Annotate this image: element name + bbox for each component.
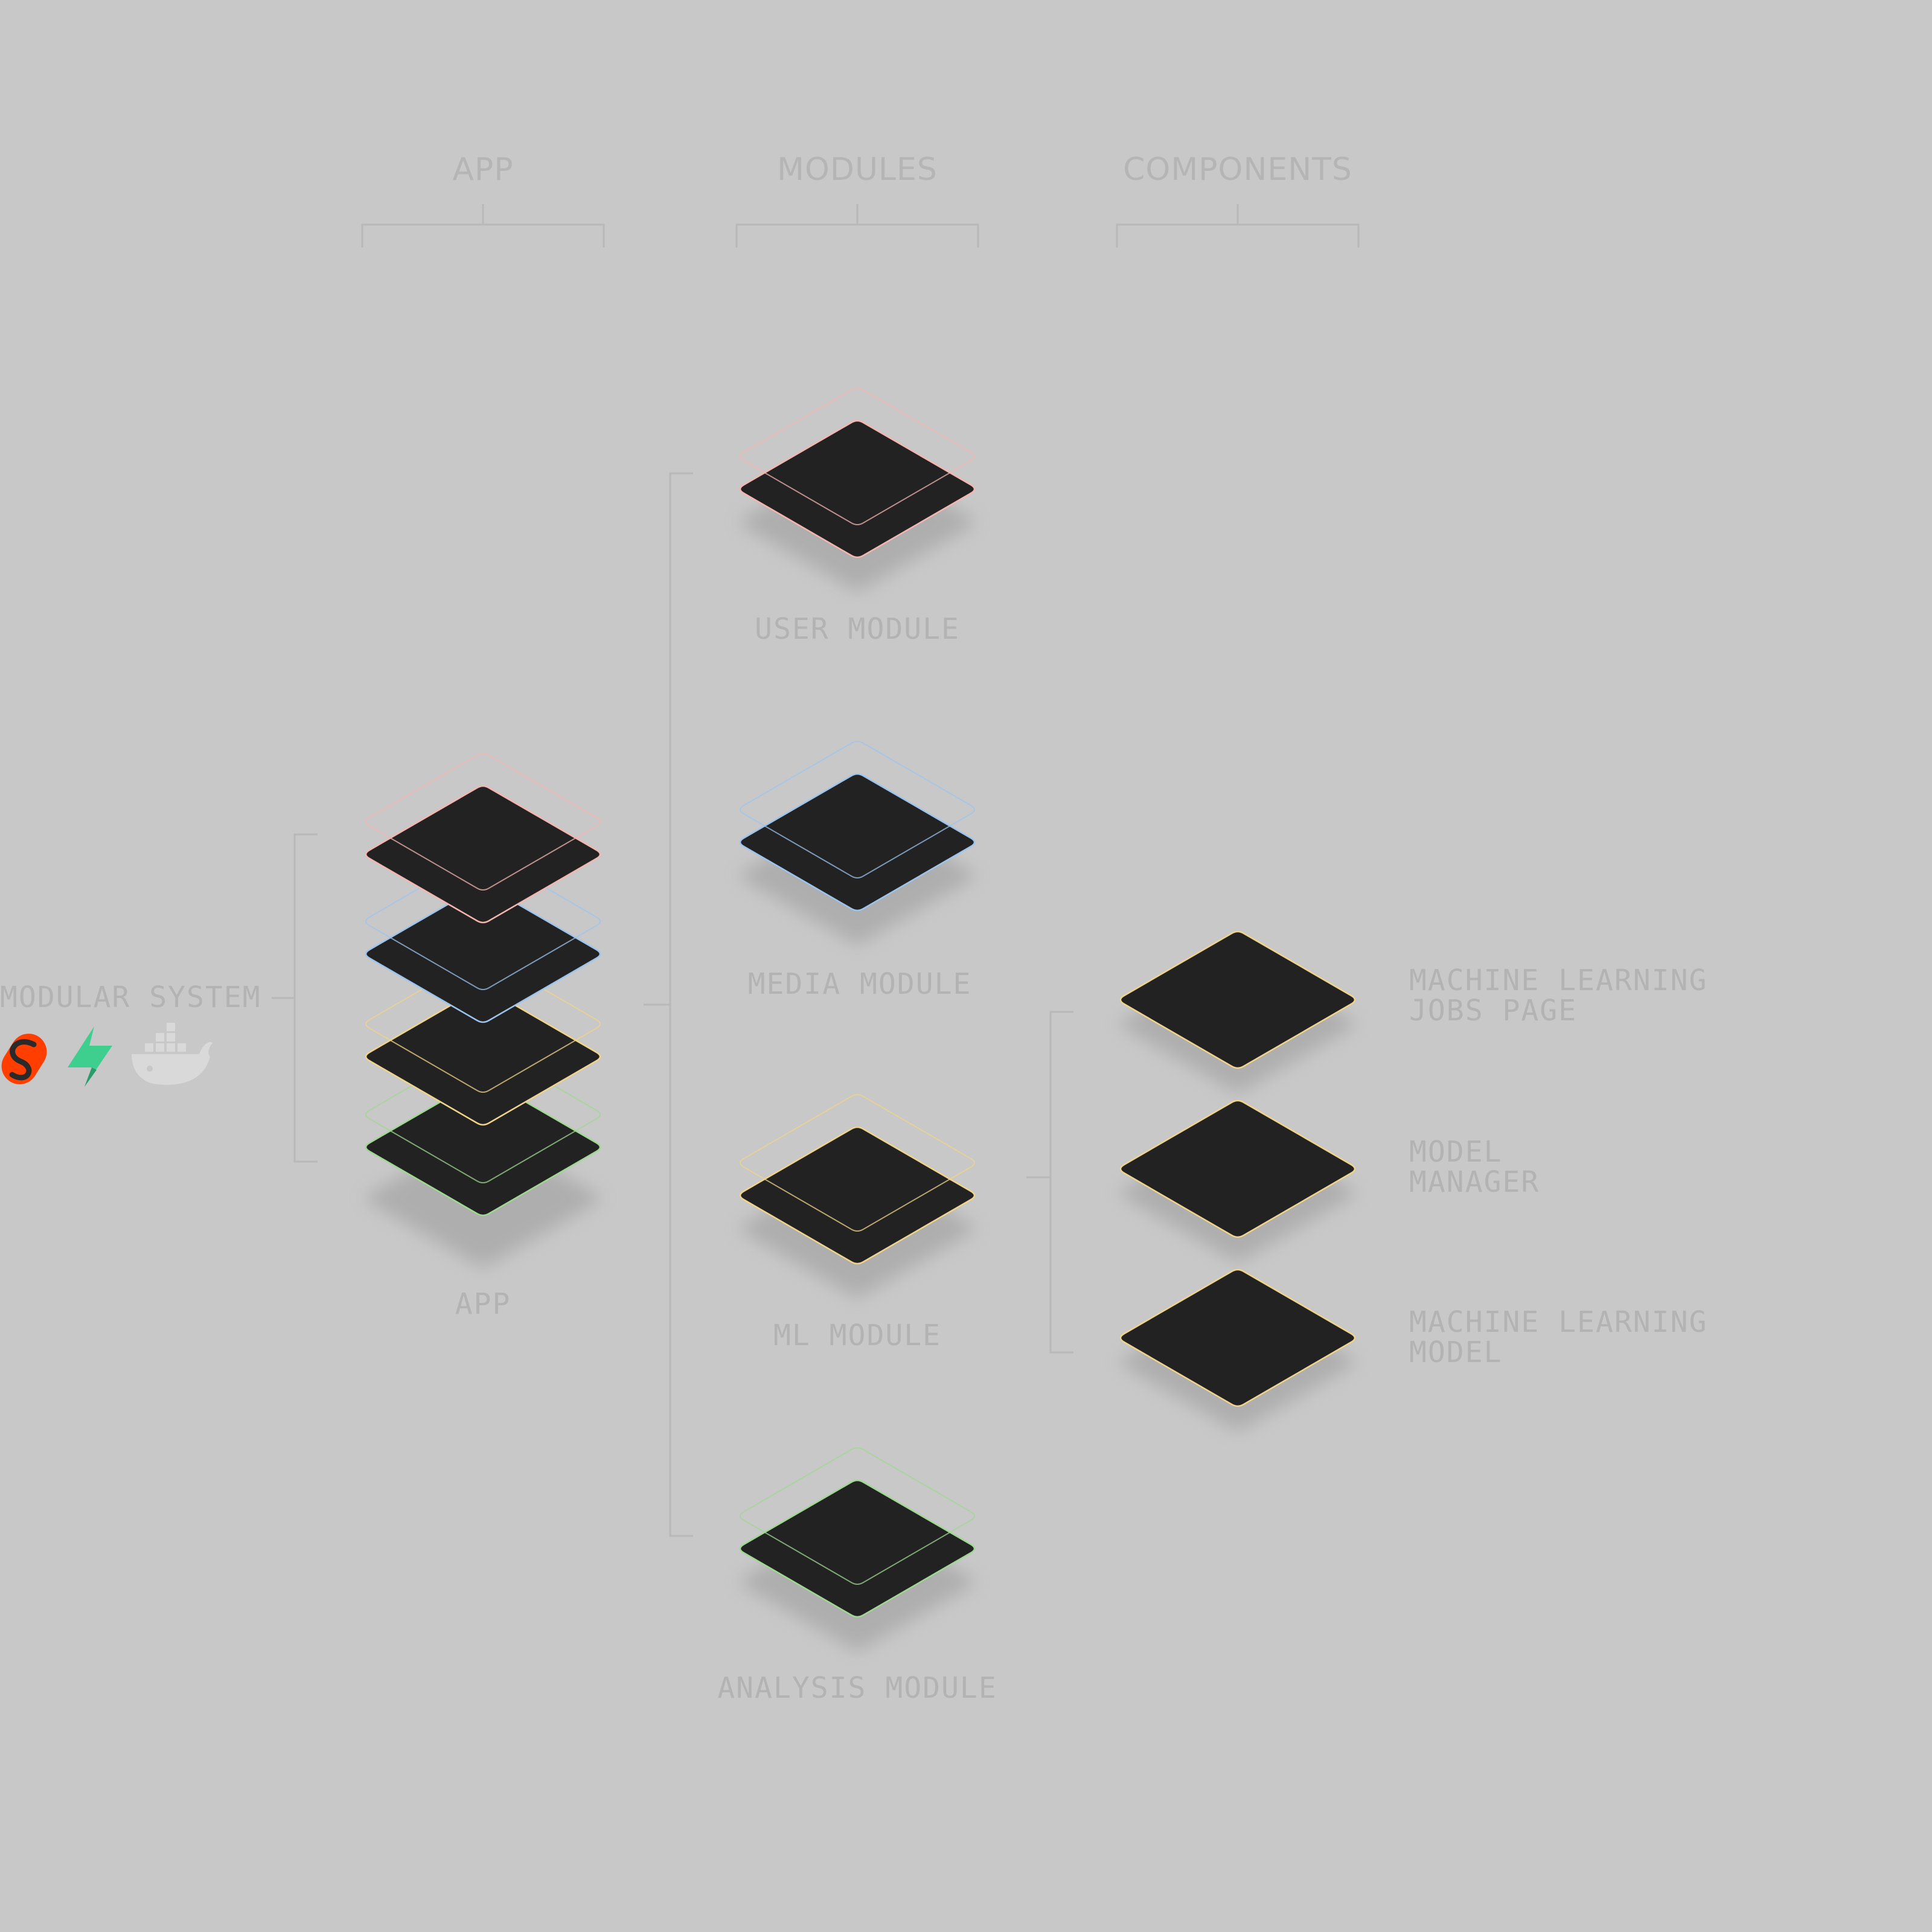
module-label: ANALYSIS MODULE (717, 1671, 997, 1705)
app-bracket (272, 833, 318, 1163)
layer-outline (740, 388, 975, 525)
header-components: COMPONENTS (1123, 152, 1352, 188)
column-headers: APP MODULES COMPONENTS (361, 152, 1360, 248)
system-label: MODULAR SYSTEM (0, 980, 261, 1014)
components-bracket (1026, 1011, 1073, 1354)
supabase-icon (68, 1026, 112, 1087)
layer-outline (740, 1094, 975, 1232)
header-app: APP (452, 152, 513, 188)
modules-bracket (644, 472, 693, 1537)
component-label: MANAGER (1409, 1165, 1540, 1199)
module-label: MEDIA MODULE (748, 967, 972, 1001)
component-tile (1119, 930, 1356, 1069)
module-tile (739, 773, 976, 912)
header-components-bracket (1116, 204, 1360, 248)
tile-labels: APP USER MODULE MEDIA MODULE ML MODULE A… (455, 612, 1707, 1705)
connector-lines (272, 472, 1073, 1537)
module-tile (739, 1126, 976, 1265)
module-label: USER MODULE (755, 612, 960, 646)
component-label: MODEL (1409, 1335, 1503, 1369)
module-tile (739, 1479, 976, 1618)
component-label: MACHINE LEARNING (1409, 1305, 1707, 1339)
svelte-icon (1, 1034, 47, 1084)
header-modules-bracket (735, 204, 979, 248)
component-tile (1119, 1099, 1356, 1238)
app-label: APP (455, 1287, 511, 1321)
app-layer-tile (365, 785, 601, 924)
component-tile (1119, 1268, 1356, 1407)
component-label: MACHINE LEARNING (1409, 964, 1707, 997)
docker-icon (132, 1023, 213, 1085)
layer-outline (740, 741, 975, 878)
tile-layer (365, 388, 1356, 1650)
component-label: JOBS PAGE (1409, 994, 1577, 1028)
layer-outline (740, 1447, 975, 1585)
module-tile (739, 420, 976, 558)
header-modules: MODULES (777, 152, 938, 188)
header-app-bracket (361, 204, 605, 248)
layer-outline (365, 753, 601, 891)
system-block: MODULAR SYSTEM (0, 980, 261, 1087)
component-label: MODEL (1409, 1135, 1503, 1169)
module-label: ML MODULE (773, 1319, 941, 1352)
